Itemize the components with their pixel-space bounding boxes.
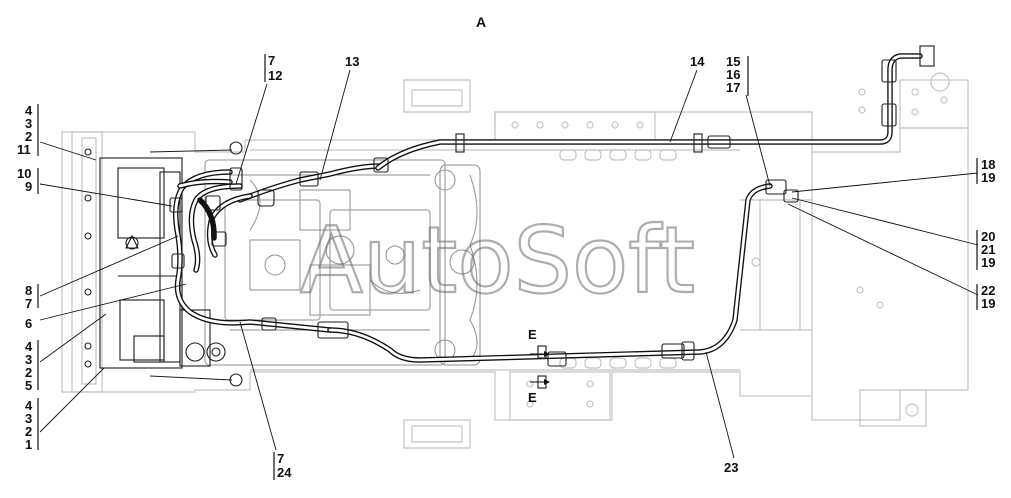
callout-num: 4 xyxy=(25,339,33,354)
callout-num: 24 xyxy=(277,465,292,480)
leader-lines xyxy=(39,69,979,459)
callout-num: 16 xyxy=(726,67,740,82)
callout-num: 12 xyxy=(268,68,282,83)
chassis-frame xyxy=(61,72,969,449)
section-label-bottom: Е xyxy=(528,390,537,405)
callout-numbers: 4 3 2 11 10 9 8 7 6 4 3 2 5 4 3 2 1 7 12… xyxy=(17,53,995,480)
callout-num: 19 xyxy=(981,296,995,311)
callout-num: 4 xyxy=(25,398,33,413)
callout-num: 2 xyxy=(25,424,32,439)
callout-bars xyxy=(37,54,978,480)
callout-num: 2 xyxy=(25,365,32,380)
callout-num: 7 xyxy=(268,53,275,68)
view-label: A xyxy=(476,14,486,30)
callout-num: 19 xyxy=(981,170,995,185)
callout-num: 6 xyxy=(25,316,32,331)
callout-num: 4 xyxy=(25,103,33,118)
callout-num: 20 xyxy=(981,229,995,244)
hoses xyxy=(173,53,923,363)
callout-num: 14 xyxy=(690,54,705,69)
callout-num: 3 xyxy=(25,411,32,426)
callout-num: 3 xyxy=(25,116,32,131)
callout-num: 2 xyxy=(25,129,32,144)
callout-num: 7 xyxy=(277,451,284,466)
callout-num: 11 xyxy=(17,142,31,157)
callout-num: 3 xyxy=(25,352,32,367)
callout-num: 7 xyxy=(25,296,32,311)
callout-num: 22 xyxy=(981,283,995,298)
section-label-top: Е xyxy=(528,327,537,342)
callout-num: 1 xyxy=(25,437,32,452)
callout-num: 19 xyxy=(981,255,995,270)
callout-num: 8 xyxy=(25,283,32,298)
callout-num: 23 xyxy=(724,460,738,475)
callout-num: 13 xyxy=(345,54,359,69)
callout-num: 17 xyxy=(726,80,740,95)
callout-num: 15 xyxy=(726,54,740,69)
callout-num: 5 xyxy=(25,378,32,393)
callout-num: 9 xyxy=(25,179,32,194)
watermark-text: AutoSoft xyxy=(300,207,695,314)
callout-num: 10 xyxy=(17,166,31,181)
callout-num: 18 xyxy=(981,157,995,172)
fittings xyxy=(149,45,935,389)
callout-num: 21 xyxy=(981,242,995,257)
